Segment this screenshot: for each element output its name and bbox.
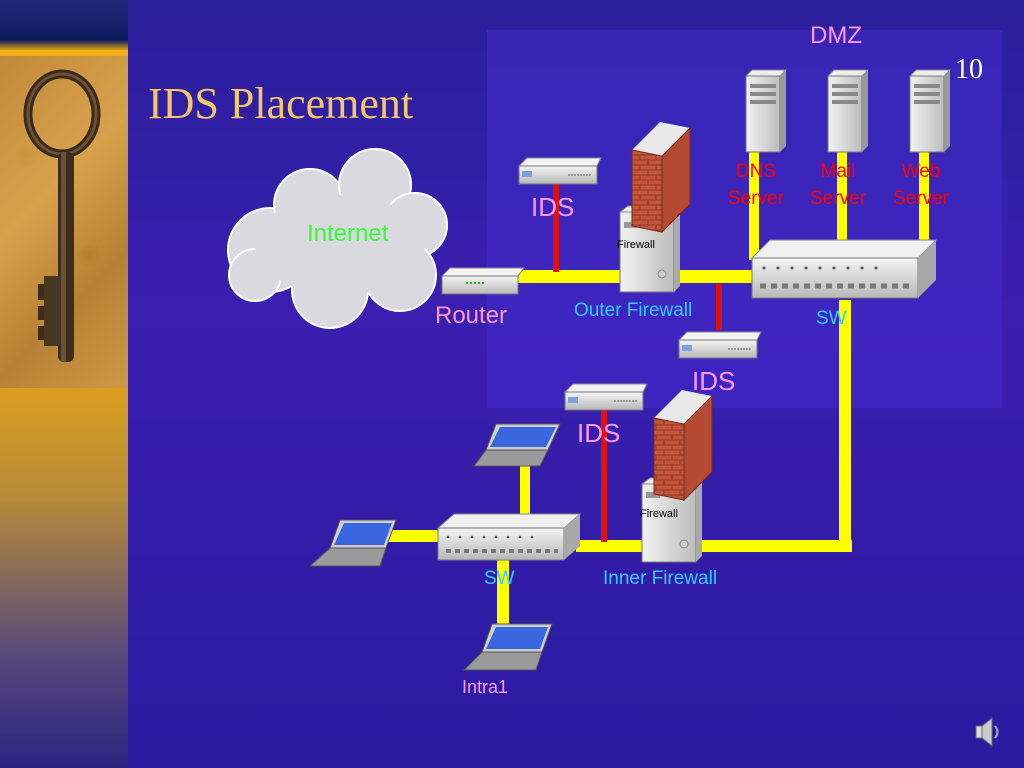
slide-title: IDS Placement xyxy=(148,79,414,128)
link-outerfw-dmzsw xyxy=(676,270,756,283)
mail-server-label-line1: Mail xyxy=(820,161,856,182)
dmz-switch-label: SW xyxy=(816,308,847,329)
server-tower-icon xyxy=(826,69,870,153)
link-innerfw-dmz xyxy=(690,540,852,552)
brick-firewall-icon xyxy=(631,122,691,234)
ids-label-intranet: IDS xyxy=(577,418,621,448)
router-icon xyxy=(440,267,525,295)
ids-tap-internet xyxy=(553,182,559,272)
dns-server-label-line1: DNS xyxy=(735,161,777,182)
ids-tap-intranet xyxy=(601,408,607,542)
brick-firewall-icon xyxy=(653,390,713,502)
link-laptop-left xyxy=(388,530,442,542)
ids-label-internet: IDS xyxy=(531,192,575,222)
web-server-label-line2: Server xyxy=(893,188,949,209)
ids-tap-dmz xyxy=(716,284,722,330)
switch-icon xyxy=(436,513,582,561)
link-laptop-top xyxy=(520,462,530,518)
ids-sensor-icon xyxy=(677,331,762,359)
intranet-host-label: Intra1 xyxy=(462,677,509,697)
firewall-box-label-outer: Firewall xyxy=(617,239,655,251)
firewall-box-label-inner: Firewall xyxy=(640,508,678,520)
server-tower-icon xyxy=(744,69,788,153)
link-dmzsw-down xyxy=(839,300,851,552)
ids-label-dmz: IDS xyxy=(692,366,736,396)
dns-server-label-line2: Server xyxy=(728,188,784,209)
cloud-icon xyxy=(227,148,448,329)
dns-server-label: DNS Server xyxy=(728,158,784,212)
inner-firewall-icon xyxy=(640,390,713,563)
outer-firewall-icon xyxy=(618,122,691,293)
key-image xyxy=(0,56,128,388)
link-mail-sw xyxy=(837,100,847,260)
dmz-label: DMZ xyxy=(810,22,862,49)
left-top-band xyxy=(0,0,128,50)
laptop-icon xyxy=(308,519,397,567)
ids-sensor-icon xyxy=(517,157,602,185)
laptop-icon xyxy=(462,623,553,671)
link-web-sw xyxy=(919,100,929,260)
link-intrasw-innerfw xyxy=(576,540,646,552)
mail-server-label-line2: Server xyxy=(810,188,866,209)
ids-sensor-icon xyxy=(563,383,648,411)
router-label: Router xyxy=(435,302,508,329)
web-server-label-line1: Web xyxy=(901,161,941,182)
intranet-switch-label: SW xyxy=(484,568,515,589)
outer-firewall-label: Outer Firewall xyxy=(574,300,693,321)
mail-server-label: Mail Server xyxy=(810,158,866,212)
link-laptop-bottom xyxy=(497,558,509,628)
page-number: 10 xyxy=(955,54,983,85)
key-icon xyxy=(23,69,101,362)
link-dns-sw xyxy=(749,100,759,260)
inner-firewall-label: Inner Firewall xyxy=(603,568,718,589)
internet-label: Internet xyxy=(307,220,389,247)
laptop-icon xyxy=(473,423,561,467)
server-tower-icon xyxy=(908,69,952,153)
web-server-label: Web Server xyxy=(893,158,949,212)
switch-icon xyxy=(750,239,938,299)
left-decor-bar xyxy=(0,0,128,768)
ids-taps xyxy=(553,182,722,542)
speaker-icon[interactable] xyxy=(975,716,999,748)
